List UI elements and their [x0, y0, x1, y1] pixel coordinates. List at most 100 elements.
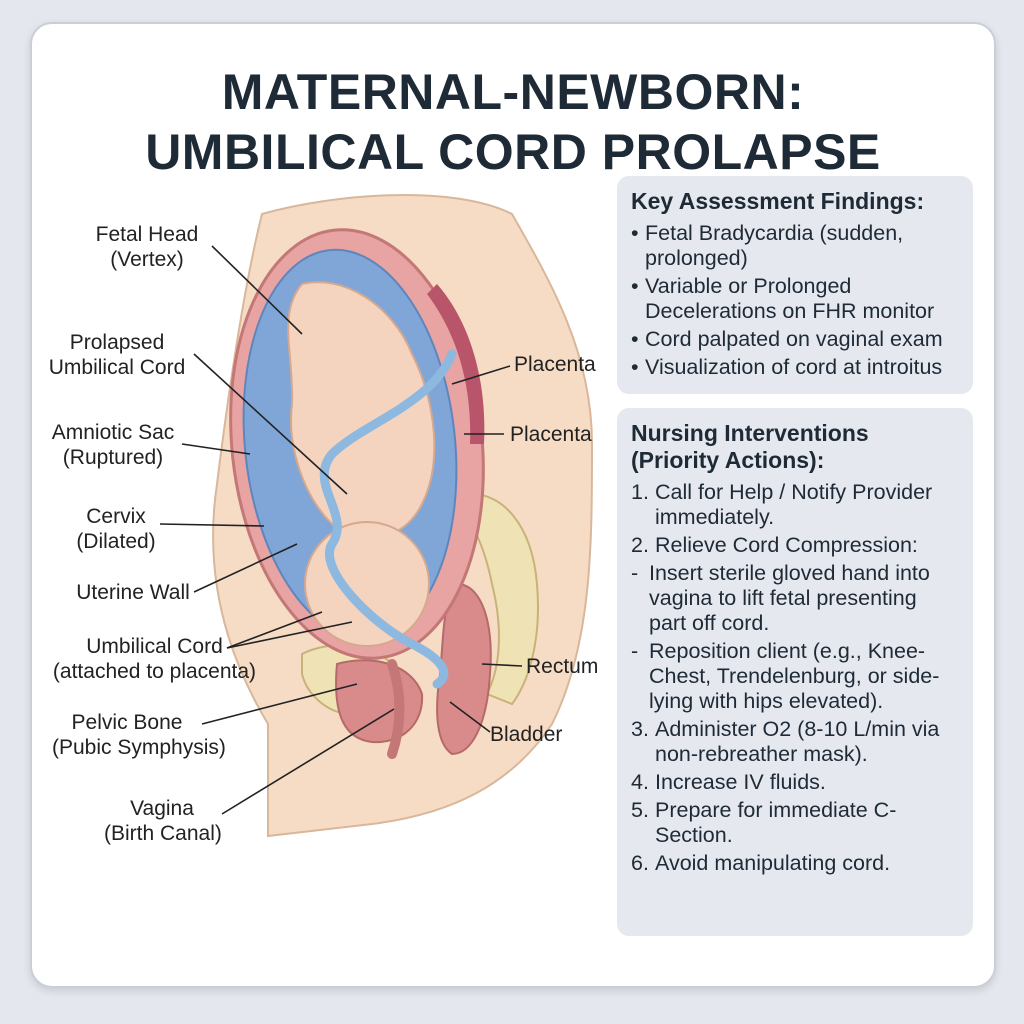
intervention-line: immediately. — [655, 505, 775, 529]
dash-icon: - — [631, 561, 639, 585]
label-fetal-head-line1: Fetal Head — [95, 223, 199, 246]
list-item: 1. Call for Help / Notify Provider immed… — [631, 480, 959, 530]
umbilical-cord — [319, 349, 457, 689]
label-prolapsed-cord: Prolapsed Umbilical Cord — [42, 330, 192, 380]
interventions-heading: Nursing Interventions (Priority Actions)… — [631, 420, 959, 474]
label-cervix-line1: Cervix — [86, 505, 146, 528]
label-umbilical-cord-line2: (attached to placenta) — [52, 660, 257, 683]
label-amniotic-sac: Amniotic Sac (Ruptured) — [46, 420, 180, 470]
label-cervix-line2: (Dilated) — [76, 530, 156, 553]
label-umbilical-cord-line1: Umbilical Cord — [86, 635, 223, 658]
intervention-sub-text: Insert sterile gloved hand into vagina t… — [649, 561, 930, 636]
leader-fetal-head — [211, 245, 303, 335]
item-number: 1. — [631, 480, 649, 504]
interventions-heading-line1: Nursing Interventions — [631, 420, 869, 446]
leader-umbilical-cord-a — [226, 611, 323, 649]
label-prolapsed-cord-line2: Umbilical Cord — [48, 356, 186, 379]
assessment-item-line: prolonged) — [645, 246, 748, 270]
leader-umbilical-cord-b — [226, 621, 353, 649]
intervention-line: Administer O2 (8-10 L/min via — [655, 717, 940, 741]
list-item: 5. Prepare for immediate C- Section. — [631, 798, 959, 848]
assessment-panel: Key Assessment Findings: • Fetal Bradyca… — [617, 176, 973, 394]
sacrum-bone — [460, 492, 539, 706]
label-cervix: Cervix (Dilated) — [72, 504, 160, 554]
assessment-item-line: Variable or Prolonged — [645, 274, 852, 298]
assessment-item-text: Variable or Prolonged Decelerations on F… — [645, 274, 934, 324]
intervention-text: Call for Help / Notify Provider immediat… — [655, 480, 932, 530]
intervention-line: Reposition client (e.g., Knee- — [649, 639, 926, 663]
leader-vagina — [221, 708, 395, 815]
label-vagina-line2: (Birth Canal) — [104, 822, 222, 845]
interventions-list: 1. Call for Help / Notify Provider immed… — [631, 480, 959, 876]
assessment-list: • Fetal Bradycardia (sudden, prolonged) … — [631, 221, 959, 380]
item-number: 6. — [631, 851, 649, 875]
label-bladder: Bladder — [490, 722, 562, 747]
list-item: • Fetal Bradycardia (sudden, prolonged) — [631, 221, 959, 271]
label-uterine-wall-line1: Uterine Wall — [76, 581, 190, 604]
label-uterine-wall: Uterine Wall — [72, 580, 194, 605]
intervention-line: Call for Help / Notify Provider — [655, 480, 933, 504]
list-item: - Reposition client (e.g., Knee- Chest, … — [631, 639, 959, 714]
leader-uterine-wall — [193, 543, 298, 593]
list-item: 3. Administer O2 (8-10 L/min via non-reb… — [631, 717, 959, 767]
label-vagina: Vagina (Birth Canal) — [104, 796, 222, 846]
leader-amniotic-sac — [181, 443, 251, 455]
leader-cervix — [159, 523, 265, 527]
list-item: • Visualization of cord at introitus — [631, 355, 959, 380]
assessment-heading: Key Assessment Findings: — [631, 188, 925, 214]
label-fetal-head: Fetal Head (Vertex) — [82, 222, 212, 272]
item-number: 4. — [631, 770, 649, 794]
leader-rectum — [481, 663, 523, 667]
assessment-item-line: Cord palpated on vaginal exam — [645, 327, 943, 351]
intervention-line: non-rebreather mask). — [655, 742, 868, 766]
item-number: 3. — [631, 717, 649, 741]
label-pelvic-bone-line1: Pelvic Bone — [71, 711, 183, 734]
intervention-text: Prepare for immediate C- Section. — [655, 798, 896, 848]
placenta — [427, 284, 485, 444]
dash-icon: - — [631, 639, 639, 663]
bullet-icon: • — [631, 355, 639, 379]
leader-pelvic-bone — [201, 683, 358, 725]
intervention-line: Insert sterile gloved hand into — [649, 561, 930, 585]
bullet-icon: • — [631, 274, 639, 298]
rectum-organ — [436, 582, 492, 756]
vagina-canal — [387, 659, 405, 759]
assessment-item-line: Fetal Bradycardia (sudden, — [645, 221, 904, 245]
intervention-sub-text: Reposition client (e.g., Knee- Chest, Tr… — [649, 639, 939, 714]
list-item: - Insert sterile gloved hand into vagina… — [631, 561, 959, 636]
leader-placenta-1 — [451, 365, 511, 385]
intervention-line: lying with hips elevated). — [649, 689, 884, 713]
label-rectum: Rectum — [526, 654, 598, 679]
anatomy-illustration — [159, 194, 594, 838]
leader-bladder — [449, 701, 491, 733]
label-placenta-1: Placenta — [514, 352, 596, 377]
fetal-head — [304, 521, 430, 647]
interventions-panel: Nursing Interventions (Priority Actions)… — [617, 408, 973, 936]
intervention-line: Avoid manipulating cord. — [655, 851, 891, 875]
item-number: 2. — [631, 533, 649, 557]
label-placenta-1-text: Placenta — [514, 353, 596, 376]
intervention-line: Increase IV fluids. — [655, 770, 826, 794]
item-number: 5. — [631, 798, 649, 822]
intervention-line: Relieve Cord Compression: — [655, 533, 918, 557]
bullet-icon: • — [631, 221, 639, 245]
label-placenta-2-text: Placenta — [510, 423, 592, 446]
page-title: MATERNAL-NEWBORN: UMBILICAL CORD PROLAPS… — [32, 62, 994, 182]
list-item: 4. Increase IV fluids. — [631, 770, 959, 795]
list-item: • Variable or Prolonged Decelerations on… — [631, 274, 959, 324]
label-fetal-head-line2: (Vertex) — [110, 248, 184, 271]
label-pelvic-bone-line2: (Pubic Symphysis) — [52, 736, 226, 759]
list-item: 2. Relieve Cord Compression: — [631, 533, 959, 558]
intervention-line: Chest, Trendelenburg, or side- — [649, 664, 940, 688]
list-item: • Cord palpated on vaginal exam — [631, 327, 959, 352]
label-umbilical-cord: Umbilical Cord (attached to placenta) — [52, 634, 257, 684]
assessment-item-text: Fetal Bradycardia (sudden, prolonged) — [645, 221, 903, 271]
label-prolapsed-cord-line1: Prolapsed — [69, 331, 165, 354]
label-rectum-text: Rectum — [526, 655, 599, 678]
intervention-line: vagina to lift fetal presenting — [649, 586, 917, 610]
interventions-heading-line2: (Priority Actions): — [631, 447, 825, 473]
label-amniotic-sac-line1: Amniotic Sac — [51, 421, 175, 444]
bullet-icon: • — [631, 327, 639, 351]
label-vagina-line1: Vagina — [130, 797, 194, 820]
intervention-text: Administer O2 (8-10 L/min via non-rebrea… — [655, 717, 939, 767]
